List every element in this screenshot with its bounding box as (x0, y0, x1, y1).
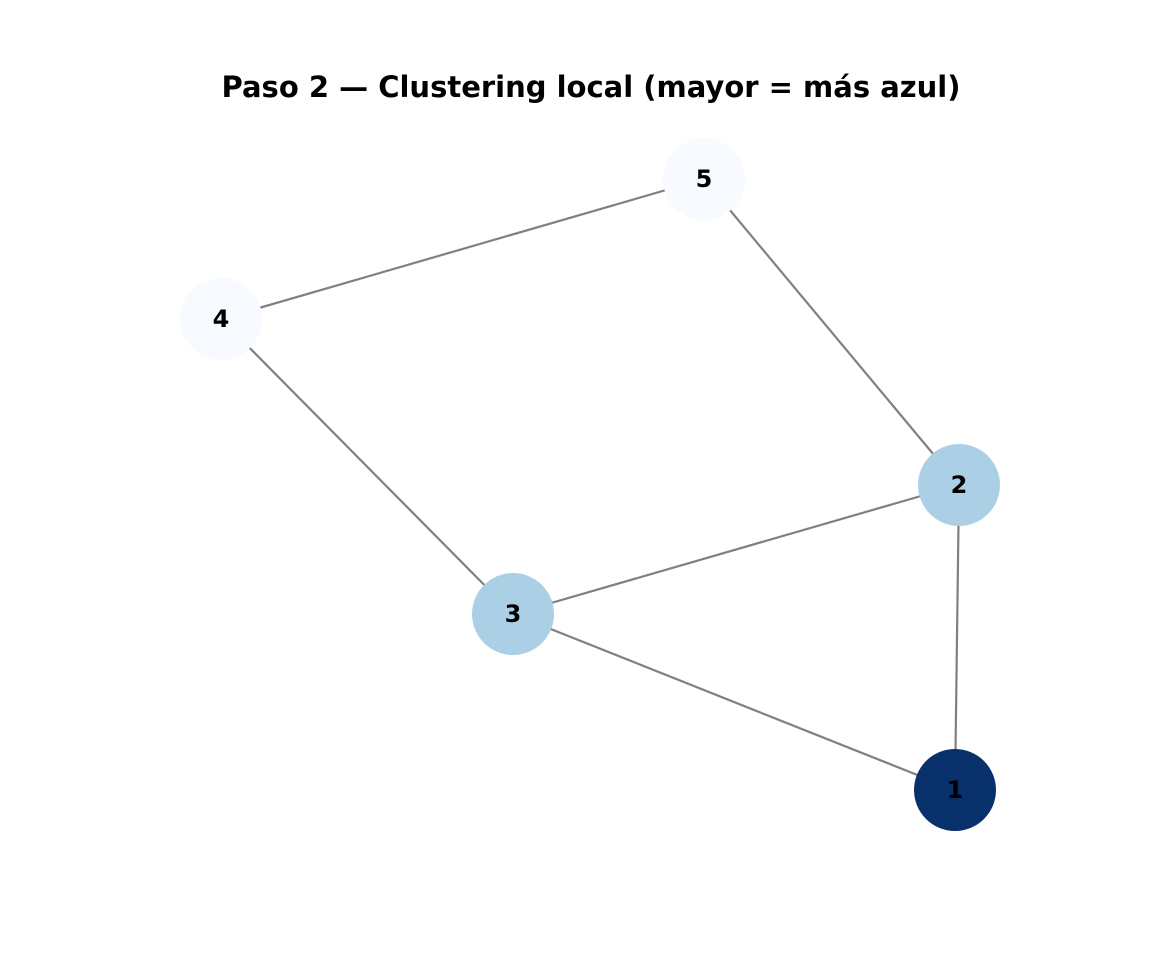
node-label: 2 (951, 471, 968, 499)
edge-4-5 (220, 177, 705, 321)
edge-2-1 (953, 484, 961, 791)
edge-3-1 (512, 612, 956, 792)
node-3: 3 (472, 573, 554, 655)
edge-4-3 (220, 318, 514, 615)
node-circle (180, 278, 262, 360)
node-4: 4 (180, 278, 262, 360)
node-label: 5 (696, 165, 713, 193)
node-circle (918, 444, 1000, 526)
diagram-title: Paso 2 — Clustering local (mayor = más a… (221, 70, 961, 104)
node-label: 3 (505, 600, 522, 628)
edge-5-2 (703, 178, 960, 486)
node-label: 1 (947, 776, 964, 804)
node-circle (663, 138, 745, 220)
node-5: 5 (663, 138, 745, 220)
node-1: 1 (914, 749, 996, 831)
node-label: 4 (213, 305, 230, 333)
edge-3-2 (512, 483, 960, 616)
node-circle (914, 749, 996, 831)
node-2: 2 (918, 444, 1000, 526)
node-circle (472, 573, 554, 655)
